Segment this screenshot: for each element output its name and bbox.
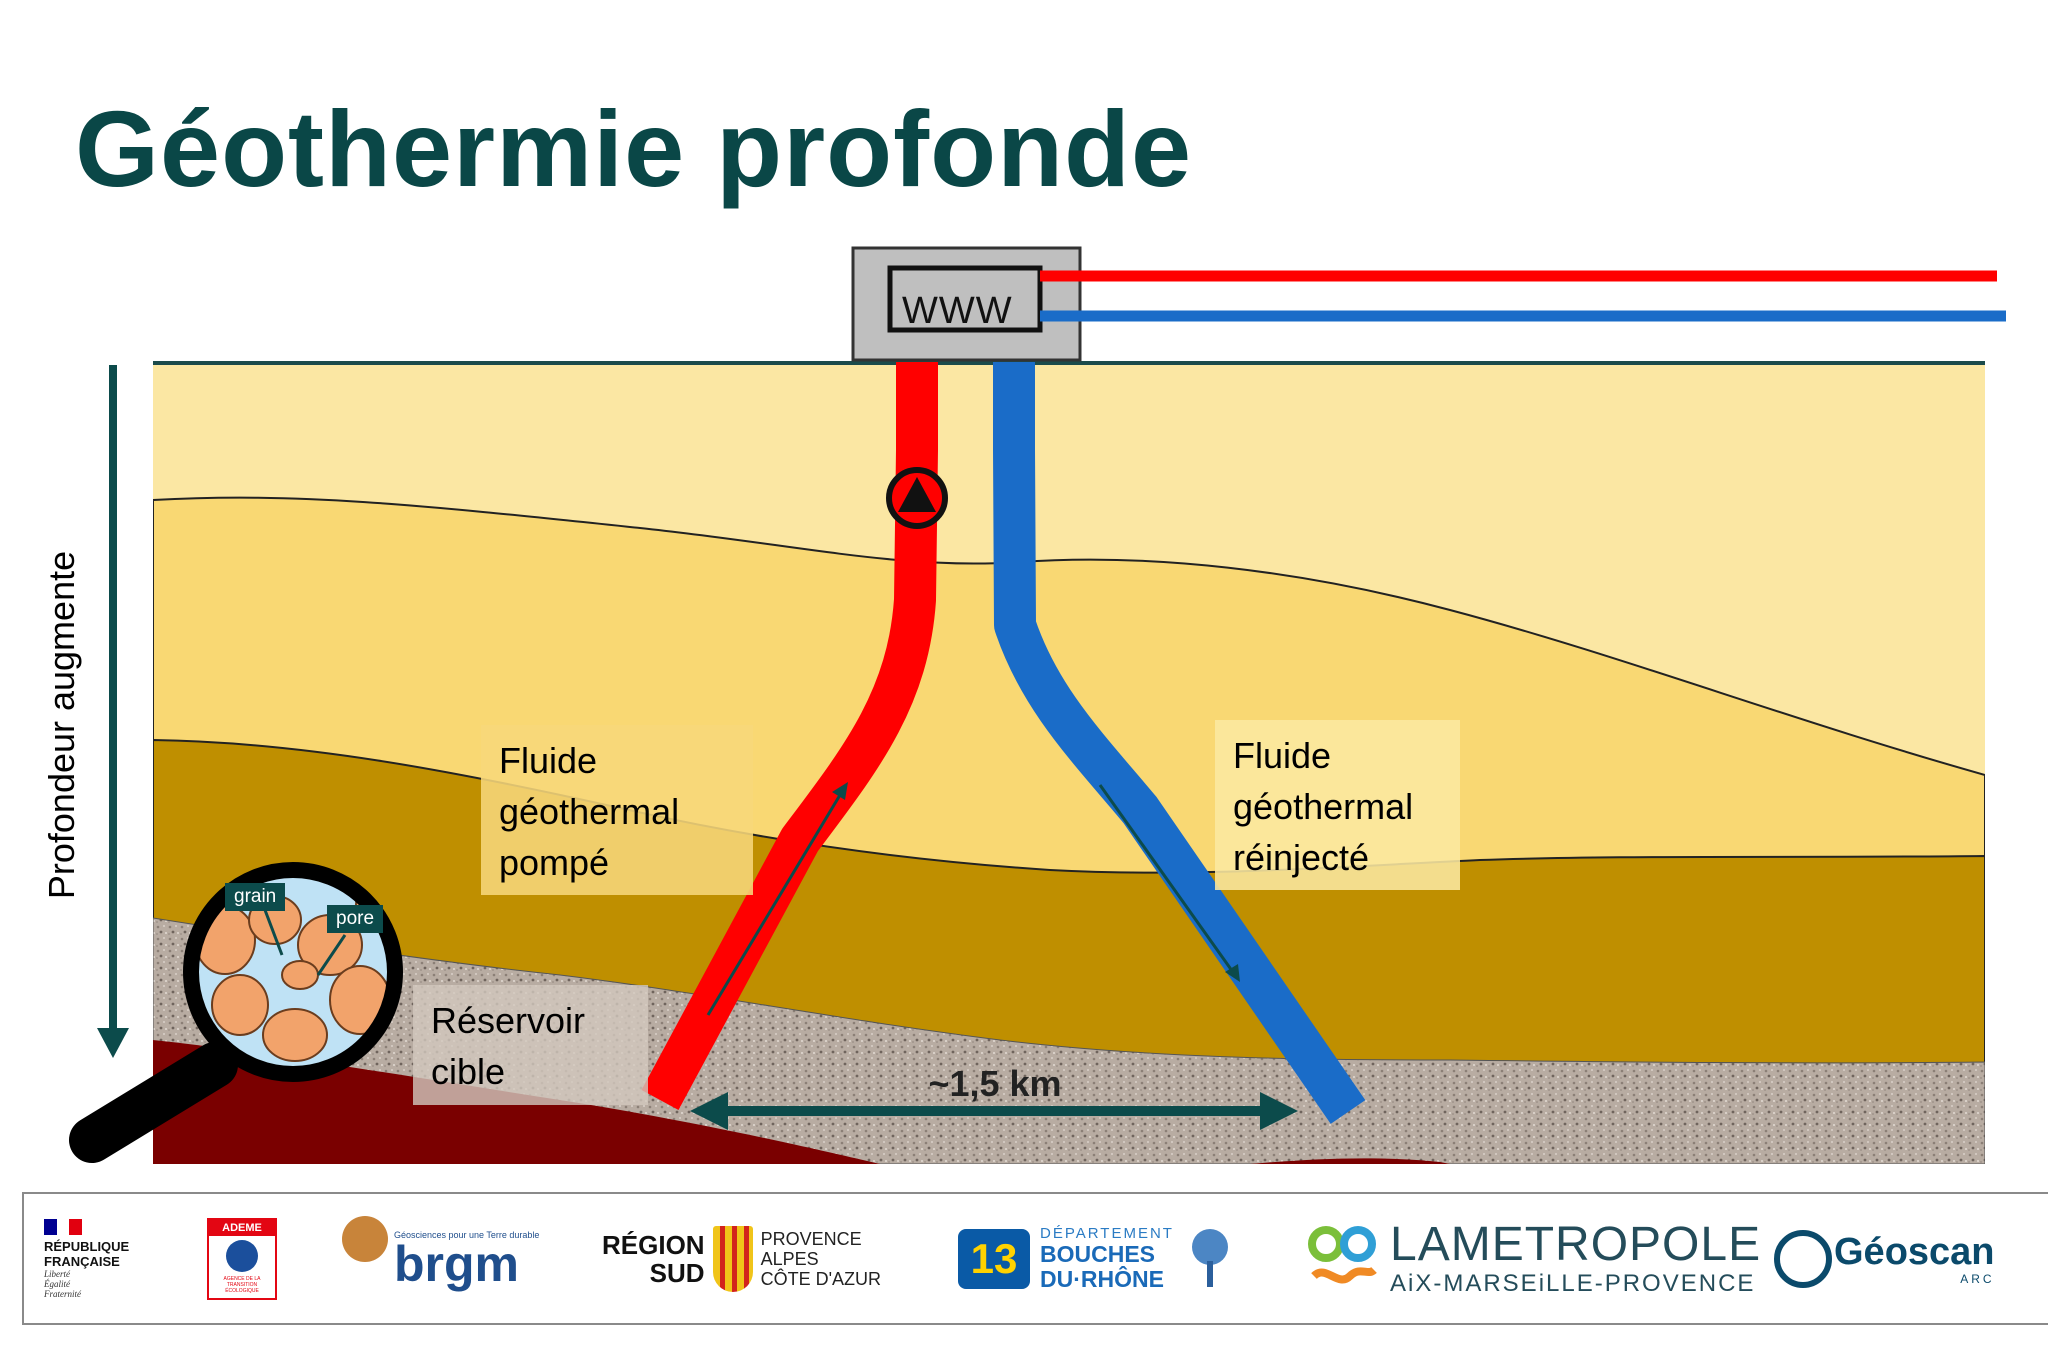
ademe-name: ADEME	[209, 1219, 275, 1236]
brgm-name: brgm	[394, 1235, 519, 1292]
depth-arrow-head-icon	[97, 1028, 129, 1058]
geothermal-diagram	[69, 246, 2006, 1164]
globe-icon	[226, 1239, 258, 1272]
grain-label: grain	[225, 883, 286, 911]
pumped-fluid-label: Fluide géothermal pompé	[481, 725, 753, 895]
pumped-fluid-line-3: pompé	[499, 842, 610, 883]
cd13-mark: 13	[958, 1228, 1030, 1289]
production-well-pipe	[641, 362, 938, 1110]
ademe-sub-1: AGENCE DE LA	[223, 1275, 261, 1282]
rf-motto-3: Fraternité	[44, 1288, 81, 1299]
region-sub-3: CÔTE D'AZUR	[760, 1268, 882, 1289]
ademe-sub-3: ÉCOLOGIQUE	[225, 1287, 259, 1294]
upflow-arrow-icon	[706, 789, 845, 1016]
ademe-logo: ADEME AGENCE DE LA TRANSITION ÉCOLOGIQUE	[207, 1194, 277, 1323]
reservoir-line-2: cible	[431, 1051, 506, 1092]
brgm-tagline: Géosciences pour une Terre durable	[394, 1229, 540, 1240]
downflow-arrow-icon	[1098, 784, 1237, 976]
brgm-mark-icon	[342, 1215, 388, 1262]
heat-exchanger-box	[887, 265, 1043, 333]
metropole-name: LAMETROPOLE	[1390, 1217, 1762, 1271]
metropole-mark-icon	[1308, 1225, 1377, 1283]
geoscan-sub: ARC	[1960, 1271, 1995, 1286]
injection-well-pipe	[993, 362, 1366, 1124]
region-name-2: SUD	[649, 1257, 705, 1288]
departement-bouches-du-rhone-logo: 13 DÉPARTEMENT BOUCHES DU·RHÔNE	[958, 1194, 1238, 1323]
distance-label: ~1,5 km	[928, 1063, 1062, 1104]
region-sub-1: PROVENCE	[760, 1228, 862, 1249]
cd13-small: DÉPARTEMENT	[1040, 1225, 1174, 1242]
ademe-sub-2: TRANSITION	[226, 1281, 258, 1288]
region-sud-logo: RÉGION SUD PROVENCE ALPES CÔTE D'AZUR	[602, 1194, 881, 1323]
republique-francaise-logo: RÉPUBLIQUE FRANÇAISE Liberté Égalité Fra…	[44, 1194, 129, 1323]
pumped-fluid-line-2: géothermal	[499, 791, 680, 832]
reservoir-label: Réservoir cible	[413, 985, 648, 1105]
pore-label: pore	[327, 905, 384, 933]
cd13-name-2: DU·RHÔNE	[1040, 1266, 1164, 1292]
cd13-name-1: BOUCHES	[1040, 1241, 1156, 1267]
reinjected-fluid-label: Fluide géothermal réinjecté	[1215, 720, 1460, 890]
reinjected-fluid-line-1: Fluide	[1233, 735, 1332, 776]
geoscan-name: Géoscan	[1834, 1230, 1995, 1273]
olive-tree-icon	[1191, 1228, 1228, 1287]
brgm-logo: Géosciences pour une Terre durable brgm	[342, 1194, 539, 1323]
reinjected-fluid-line-3: réinjecté	[1233, 837, 1370, 878]
reinjected-fluid-line-2: géothermal	[1233, 786, 1414, 827]
geoscan-mark-icon	[1774, 1229, 1832, 1288]
french-flag-icon	[44, 1218, 83, 1235]
rf-motto-1: Liberté	[44, 1268, 70, 1279]
double-arrow-icon	[690, 1092, 1298, 1130]
upflow-arrow-head-icon	[832, 782, 848, 800]
rf-line-1: RÉPUBLIQUE	[44, 1238, 130, 1254]
plant-label: WWW	[902, 290, 1013, 332]
region-sub-2: ALPES	[760, 1248, 819, 1269]
page-title: Géothermie profonde	[75, 88, 1193, 209]
metropole-aix-marseille-logo: LAMETROPOLE AiX-MARSEiLLE-PROVENCE	[1308, 1194, 1761, 1323]
pump-icon	[886, 467, 948, 529]
layer-basement-right	[1250, 1158, 1450, 1164]
region-shield-icon	[712, 1225, 753, 1292]
reservoir-line-1: Réservoir	[431, 1000, 586, 1041]
depth-axis-label: Profondeur augmente	[41, 550, 82, 900]
geoscan-logo: Géoscan ARC	[1774, 1194, 1995, 1323]
partner-logos-bar: RÉPUBLIQUE FRANÇAISE Liberté Égalité Fra…	[22, 1192, 2048, 1325]
downflow-arrow-head-icon	[1225, 964, 1240, 982]
pumped-fluid-line-1: Fluide	[499, 740, 598, 781]
rf-line-2: FRANÇAISE	[44, 1253, 120, 1269]
metropole-sub: AiX-MARSEiLLE-PROVENCE	[1390, 1269, 1756, 1297]
region-name-1: RÉGION	[602, 1229, 705, 1260]
rf-motto-2: Égalité	[44, 1278, 70, 1289]
